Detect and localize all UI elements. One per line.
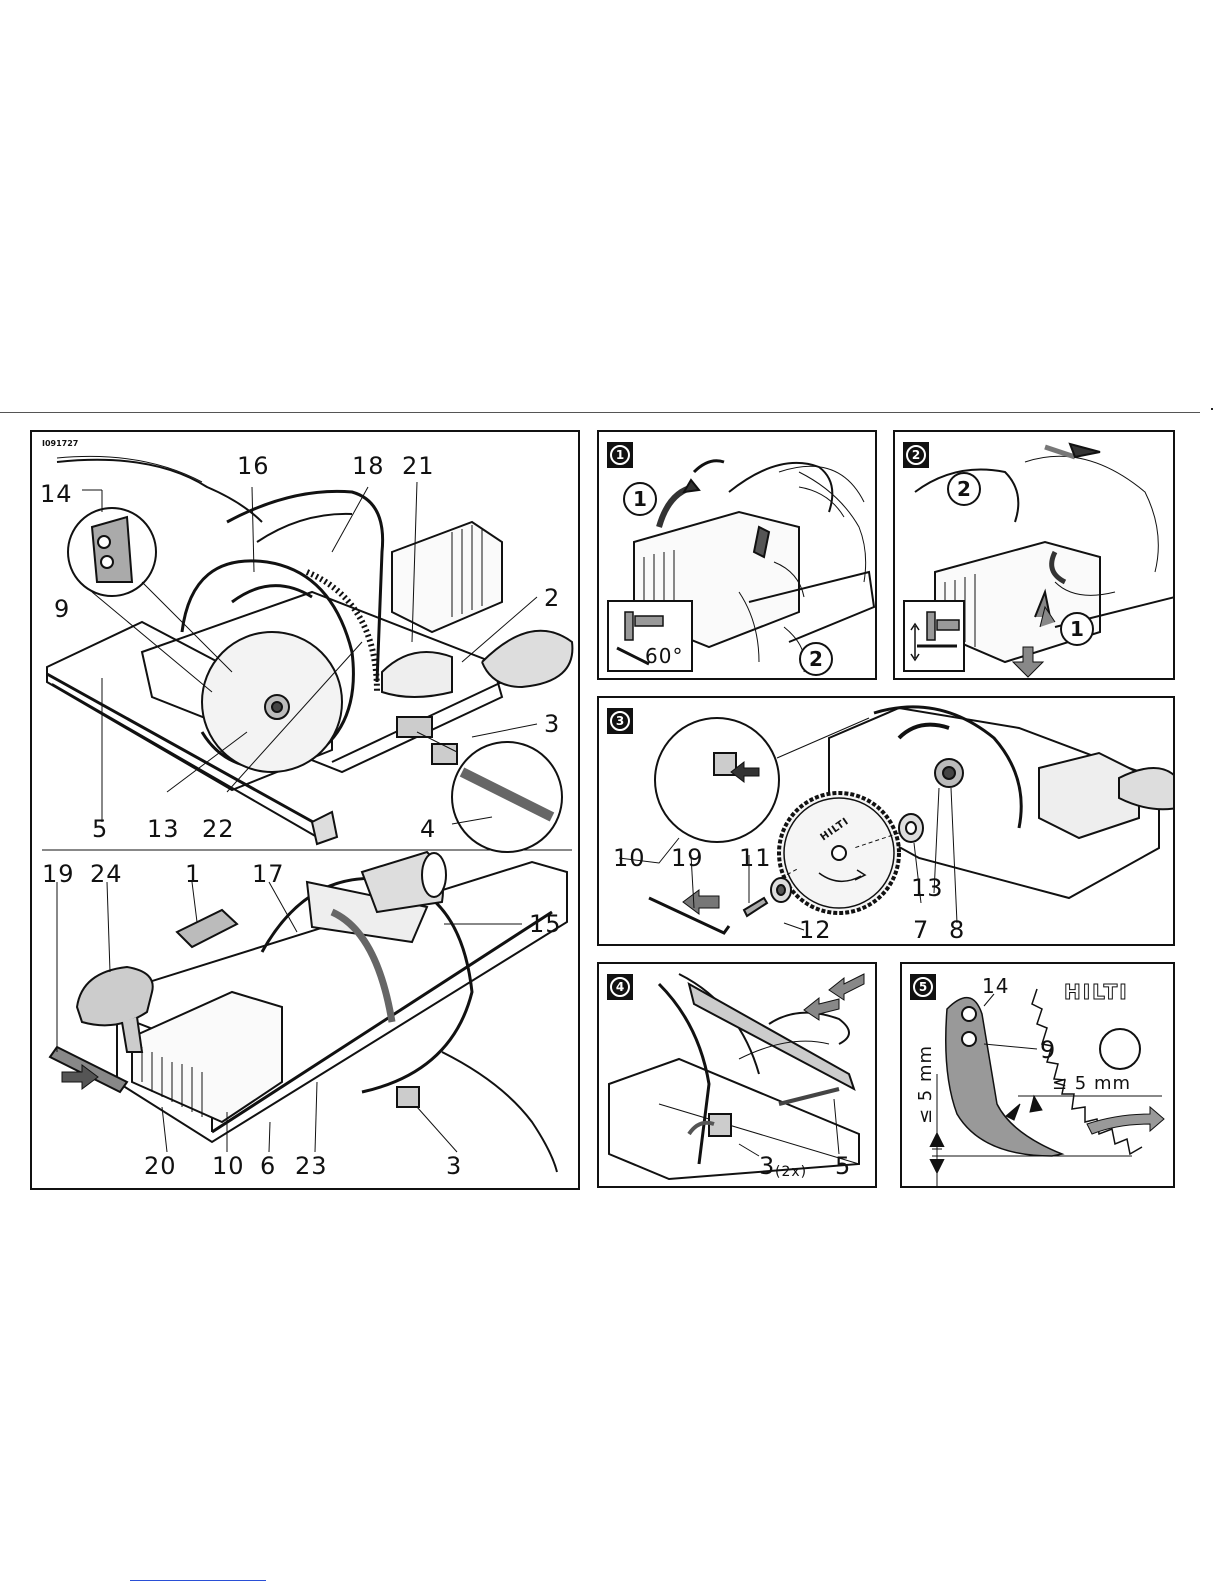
depth-adjust-icon bbox=[905, 602, 967, 674]
step-5-dimension-horizontal: ≤ 5 mm bbox=[1052, 1072, 1131, 1096]
callout-5: 5 bbox=[92, 817, 108, 841]
callout-19: 19 bbox=[42, 862, 75, 886]
callout-3-lower: 3 bbox=[446, 1154, 462, 1178]
circular-saw-illustration bbox=[32, 432, 580, 1190]
step-2-callout-2: 2 bbox=[947, 472, 981, 506]
step-3-callout-12: 12 bbox=[799, 918, 832, 942]
callout-6: 6 bbox=[260, 1154, 276, 1178]
callout-18: 18 bbox=[352, 454, 385, 478]
step-5-illustration bbox=[902, 964, 1175, 1188]
step-5-dimension-vertical: ≤ 5 mm bbox=[914, 1045, 938, 1124]
step-4-callout-5: 5 bbox=[835, 1154, 851, 1178]
callout-1: 1 bbox=[185, 862, 201, 886]
callout-9: 9 bbox=[54, 597, 70, 621]
callout-17: 17 bbox=[252, 862, 285, 886]
bevel-angle-label: 60° bbox=[645, 644, 683, 668]
callout-24: 24 bbox=[90, 862, 123, 886]
overview-panel: I091727 16 18 21 14 9 2 3 5 13 22 4 19 2… bbox=[30, 430, 580, 1190]
step-1-angle-inset: 60° bbox=[607, 600, 693, 672]
step-3-panel: HILTI 3 10 19 11 12 13 7 8 bbox=[597, 696, 1175, 946]
footer-link-underline[interactable] bbox=[130, 1580, 266, 1581]
callout-4: 4 bbox=[420, 817, 436, 841]
step-5-badge: 5 bbox=[910, 974, 936, 1000]
step-2-depth-inset bbox=[903, 600, 965, 672]
step-3-callout-8: 8 bbox=[949, 918, 965, 942]
page-edge-mark bbox=[1211, 408, 1213, 410]
callout-20: 20 bbox=[144, 1154, 177, 1178]
step-2-panel: 2 2 1 bbox=[893, 430, 1175, 680]
step-1-badge: 1 bbox=[607, 442, 633, 468]
step-3-callout-19: 19 bbox=[671, 846, 704, 870]
step-1-callout-1: 1 bbox=[623, 482, 657, 516]
step-1-panel: 1 1 2 60° bbox=[597, 430, 877, 680]
callout-14: 14 bbox=[40, 482, 73, 506]
step-3-callout-10: 10 bbox=[613, 846, 646, 870]
step-5-panel: 5 14 9 HILTI ≤ 5 mm ≤ 5 mm bbox=[900, 962, 1175, 1188]
step-4-panel: 4 3 (2x) 5 bbox=[597, 962, 877, 1188]
callout-22: 22 bbox=[202, 817, 235, 841]
step-3-badge: 3 bbox=[607, 708, 633, 734]
step-4-callout-3: 3 bbox=[759, 1154, 775, 1178]
step-5-callout-9: 9 bbox=[1040, 1038, 1056, 1062]
brand-logo: HILTI bbox=[1064, 980, 1129, 1004]
step-4-badge: 4 bbox=[607, 974, 633, 1000]
step-1-callout-2: 2 bbox=[799, 642, 833, 676]
callout-2: 2 bbox=[544, 586, 560, 610]
callout-3: 3 bbox=[544, 712, 560, 736]
step-4-callout-quantity: (2x) bbox=[775, 1160, 807, 1184]
step-3-callout-13: 13 bbox=[911, 876, 944, 900]
page-divider-rule bbox=[0, 412, 1200, 413]
step-5-callout-14: 14 bbox=[982, 974, 1009, 998]
callout-13: 13 bbox=[147, 817, 180, 841]
callout-23: 23 bbox=[295, 1154, 328, 1178]
step-3-illustration bbox=[599, 698, 1175, 946]
step-2-badge: 2 bbox=[903, 442, 929, 468]
callout-10: 10 bbox=[212, 1154, 245, 1178]
step-3-callout-7: 7 bbox=[913, 918, 929, 942]
callout-21: 21 bbox=[402, 454, 435, 478]
step-3-callout-11: 11 bbox=[739, 846, 772, 870]
callout-16: 16 bbox=[237, 454, 270, 478]
step-2-callout-1: 1 bbox=[1060, 612, 1094, 646]
callout-15: 15 bbox=[529, 912, 562, 936]
document-id: I091727 bbox=[42, 440, 78, 448]
